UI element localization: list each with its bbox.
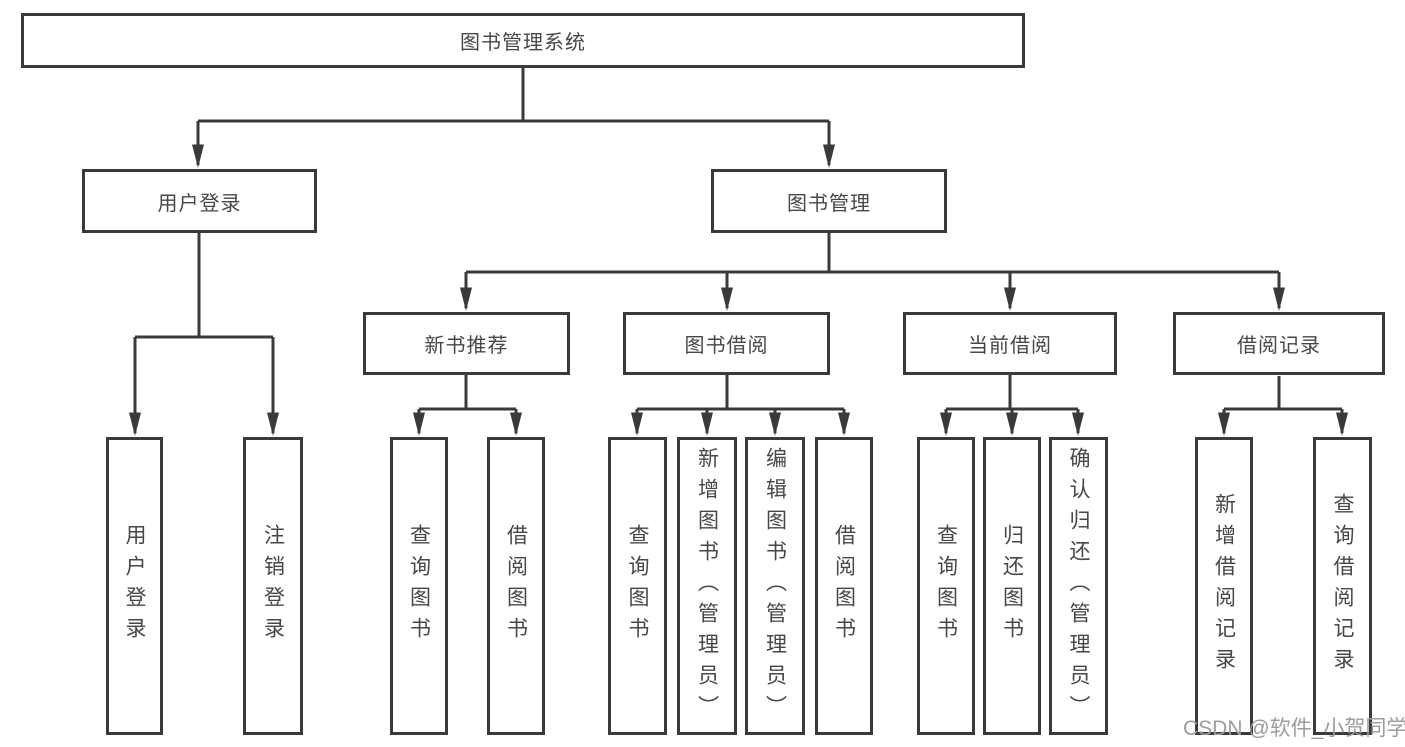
edge-borrow-records-branch <box>1218 376 1348 436</box>
node-label: 归还图书 <box>1000 524 1024 648</box>
node-book-management: 图书管理 <box>711 169 947 233</box>
leaf-edit-books-admin: 编辑图书（管理员） <box>745 437 805 735</box>
node-label: 借阅图书 <box>504 524 528 648</box>
node-label: 查询借阅记录 <box>1331 493 1354 679</box>
node-label: 编辑图书（管理员） <box>763 446 787 726</box>
leaf-logout: 注销登录 <box>243 437 303 735</box>
node-book-borrowing: 图书借阅 <box>623 312 830 375</box>
edge-current-borrow-branch <box>940 375 1084 436</box>
node-label: 查询图书 <box>626 524 649 648</box>
leaf-user-login: 用户登录 <box>106 437 163 735</box>
leaf-query-borrow-record: 查询借阅记录 <box>1313 437 1372 735</box>
edge-new-book-branch <box>413 375 522 436</box>
leaf-borrow-books: 借阅图书 <box>815 437 873 735</box>
leaf-current-query-books: 查询图书 <box>917 437 975 735</box>
leaf-add-borrow-record: 新增借阅记录 <box>1195 437 1253 735</box>
node-borrowing-records: 借阅记录 <box>1173 312 1385 375</box>
node-label: 新增图书（管理员） <box>695 446 719 726</box>
node-label: 图书管理系统 <box>460 32 586 54</box>
leaf-add-books-admin: 新增图书（管理员） <box>677 437 737 735</box>
edge-user-login-branch <box>129 233 279 436</box>
edge-book-borrow-branch <box>631 375 850 436</box>
node-label: 图书借阅 <box>684 335 769 357</box>
leaf-recommend-query-books: 查询图书 <box>390 437 448 735</box>
node-label: 当前借阅 <box>968 335 1052 357</box>
node-label: 用户登录 <box>157 192 242 215</box>
node-label: 用户登录 <box>123 524 146 648</box>
leaf-return-books: 归还图书 <box>983 437 1041 735</box>
leaf-recommend-borrow-books: 借阅图书 <box>487 437 545 735</box>
csdn-watermark: CSDN @软件_小贺同学 <box>1183 717 1405 740</box>
node-label: 新书推荐 <box>424 335 509 357</box>
node-label: 注销登录 <box>261 524 285 648</box>
node-label: 图书管理 <box>787 192 871 215</box>
edge-book-management-branch <box>460 233 1285 311</box>
node-library-management-system: 图书管理系统 <box>21 13 1025 68</box>
node-new-book-recommend: 新书推荐 <box>363 312 570 375</box>
leaf-borrow-query-books: 查询图书 <box>608 437 667 735</box>
edge-root-to-level2 <box>192 68 835 168</box>
node-label: 确认归还（管理员） <box>1067 446 1090 726</box>
node-current-borrowing: 当前借阅 <box>903 312 1117 375</box>
node-label: 借阅记录 <box>1237 335 1321 357</box>
node-label: 查询图书 <box>934 524 958 648</box>
leaf-confirm-return-admin: 确认归还（管理员） <box>1049 437 1108 735</box>
node-user-login-branch: 用户登录 <box>82 169 317 233</box>
node-label: 新增借阅记录 <box>1212 493 1236 679</box>
node-label: 借阅图书 <box>832 524 856 648</box>
node-label: 查询图书 <box>407 524 431 648</box>
